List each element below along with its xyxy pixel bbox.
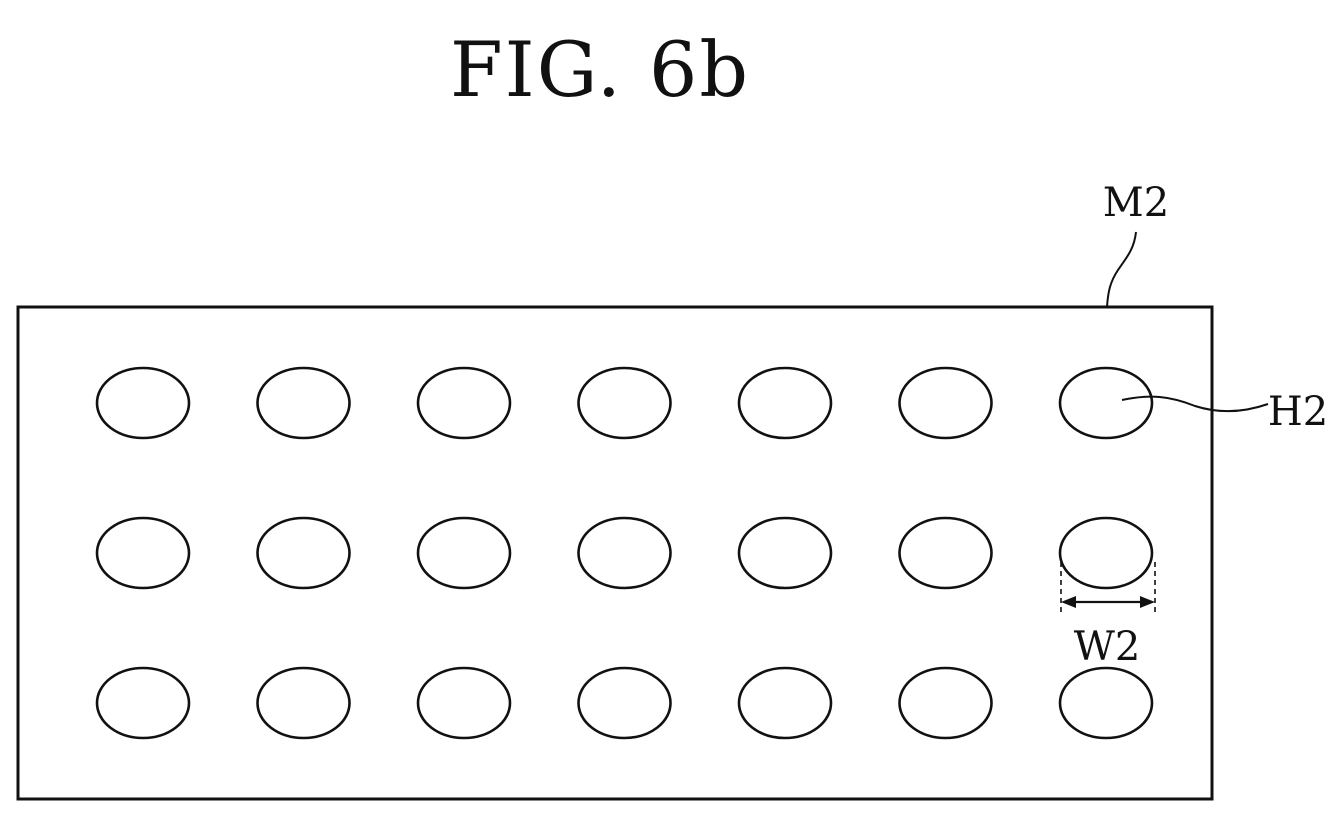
hole xyxy=(739,518,831,588)
hole xyxy=(258,368,350,438)
hole xyxy=(97,668,189,738)
figure-title: FIG. 6b xyxy=(450,25,750,114)
mask-label: M2 xyxy=(1103,180,1169,226)
hole xyxy=(418,518,510,588)
hole-label: H2 xyxy=(1268,389,1328,435)
hole xyxy=(739,668,831,738)
hole xyxy=(1060,668,1152,738)
mask-plate xyxy=(18,307,1212,799)
hole xyxy=(739,368,831,438)
hole xyxy=(1060,368,1152,438)
hole xyxy=(579,518,671,588)
hole xyxy=(579,368,671,438)
hole xyxy=(1060,518,1152,588)
hole xyxy=(97,368,189,438)
hole xyxy=(900,668,992,738)
hole xyxy=(418,668,510,738)
hole-grid xyxy=(97,368,1152,738)
hole xyxy=(900,518,992,588)
width-label: W2 xyxy=(1074,624,1141,670)
hole xyxy=(579,668,671,738)
width-arrow-right xyxy=(1140,596,1155,608)
hole xyxy=(258,518,350,588)
hole xyxy=(97,518,189,588)
hole xyxy=(418,368,510,438)
hole xyxy=(900,368,992,438)
hole-leader-line xyxy=(1122,397,1268,411)
mask-leader-line xyxy=(1107,232,1136,307)
hole xyxy=(258,668,350,738)
width-arrow-left xyxy=(1061,596,1076,608)
